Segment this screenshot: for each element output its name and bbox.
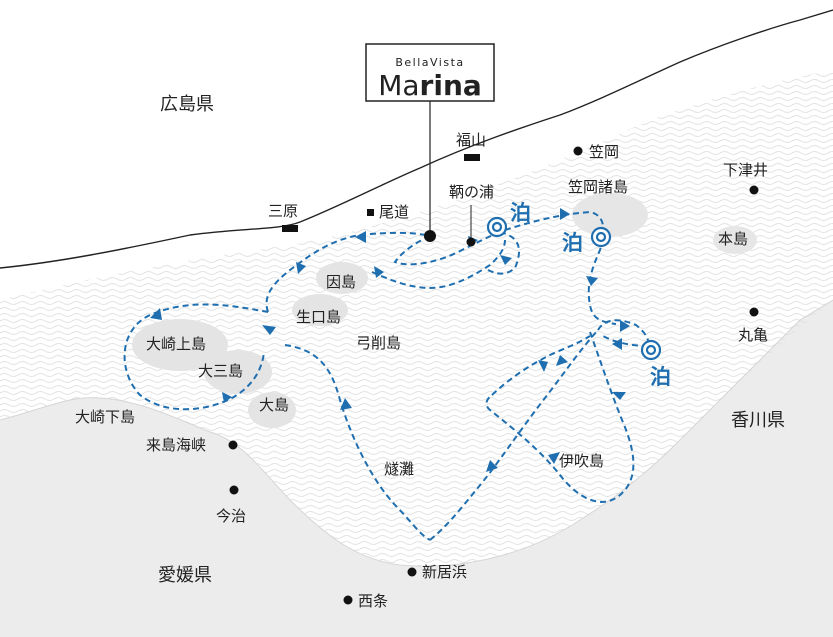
stay-markers (486, 216, 662, 361)
island-ikuchijima (292, 294, 348, 326)
shikoku-landmass (0, 300, 833, 637)
label-osakikamijima: 大崎上島 (146, 335, 206, 353)
kurushima-dot (228, 440, 238, 450)
imabari-dot (229, 485, 239, 495)
kasaoka-dot (573, 146, 583, 156)
stay-label-tomonoura: 泊 (510, 201, 531, 225)
stay-label-kasaoka: 泊 (562, 231, 583, 255)
shimotsui-dot (749, 185, 759, 195)
label-oshima: 大島 (259, 396, 289, 414)
island-innoshima (316, 262, 368, 294)
tomonoura-dot (466, 237, 476, 247)
honshu-coastline (0, 9, 833, 269)
cruise-route (123, 210, 650, 541)
label-kurushima: 来島海峡 (146, 436, 206, 454)
marina-logo-sub: BellaVista (395, 56, 464, 69)
label-niihama: 新居浜 (422, 563, 467, 581)
island-osakikamijima (132, 319, 228, 371)
label-yugejima: 弓削島 (356, 334, 401, 352)
shikoku-coast-highlight (0, 299, 833, 567)
island-omishima (204, 350, 272, 394)
route-arrows (150, 208, 630, 472)
marina-point (424, 230, 436, 242)
stay-label-ibuki: 泊 (650, 365, 671, 389)
sea-texture (0, 70, 833, 567)
label-hiroshima: 広島県 (160, 94, 214, 115)
label-imabari: 今治 (216, 507, 246, 525)
label-hiuchinada: 燧灘 (384, 460, 414, 478)
label-onomichi: 尾道 (379, 203, 409, 221)
label-tomonoura: 鞆の浦 (449, 183, 494, 201)
island-oshima (248, 392, 296, 428)
label-ikuchijima: 生口島 (296, 308, 341, 326)
honshu-landmass (0, 0, 833, 268)
island-kasaoka-islands (572, 193, 648, 237)
label-ibukijima: 伊吹島 (559, 452, 604, 470)
niihama-dot (407, 567, 417, 577)
marina-logo-main: Marina (378, 69, 482, 102)
label-osakishimojima: 大崎下島 (75, 408, 135, 426)
label-honjima: 本島 (718, 230, 748, 248)
label-mihara: 三原 (268, 202, 298, 220)
island-honjima (713, 226, 757, 254)
label-kasaoka: 笠岡 (589, 143, 619, 161)
label-omishima: 大三島 (198, 362, 243, 380)
label-kasaoka-islands: 笠岡諸島 (568, 178, 628, 196)
label-innoshima: 因島 (326, 273, 356, 291)
onomichi-icon (367, 209, 374, 216)
marina-logo-box (365, 43, 495, 102)
marugame-dot (749, 307, 759, 317)
saijo-dot (343, 595, 353, 605)
label-kagawa: 香川県 (731, 410, 785, 431)
label-marugame: 丸亀 (738, 326, 768, 344)
label-fukuyama: 福山 (456, 131, 486, 149)
station-mihara-icon (282, 225, 298, 232)
station-fukuyama-icon (464, 154, 480, 161)
label-shimotsui: 下津井 (723, 161, 768, 179)
label-saijo: 西条 (358, 592, 388, 610)
label-ehime: 愛媛県 (158, 565, 212, 586)
